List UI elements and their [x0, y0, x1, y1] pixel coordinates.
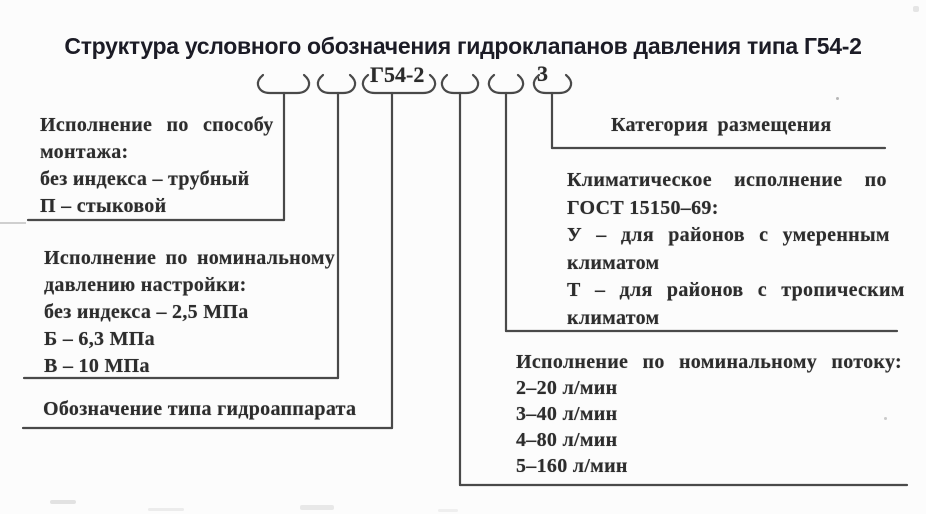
text-line: Обозначение типа гидроаппарата: [43, 398, 357, 420]
text-line: Б – 6,3 МПа: [44, 328, 155, 350]
apparatus-type-block: Обозначение типа гидроаппарата: [43, 396, 356, 423]
text-line: П – стыковой: [40, 195, 167, 217]
text-line: климатом: [567, 251, 660, 274]
text-line: без индекса – 2,5 МПа: [44, 301, 249, 323]
page-title: Структура условного обозначения гидрокла…: [64, 33, 862, 59]
text-line: 3–40 л/мин: [516, 403, 618, 425]
text-line: ГОСТ 15150–69:: [567, 196, 719, 219]
text-line: Исполнение по способу: [40, 114, 274, 136]
nominal-pressure-block: Исполнение по номинальному давлению наст…: [44, 245, 335, 380]
scan-artifact: [836, 97, 839, 100]
text-line: климатом: [567, 306, 660, 329]
text-line: В – 10 МПа: [44, 355, 150, 377]
text-line: 5–160 л/мин: [516, 455, 628, 477]
text-line: 4–80 л/мин: [516, 429, 618, 451]
bracket-5: [487, 73, 525, 95]
text-line: 2–20 л/мин: [516, 377, 618, 399]
scan-artifact: [50, 500, 76, 504]
mounting-variant-block: Исполнение по способу монтажа: без индек…: [40, 112, 274, 220]
nominal-flow-block: Исполнение по номинальному потоку: 2–20 …: [516, 349, 902, 479]
placement-category-block: Категория размещения: [611, 112, 831, 139]
text-line: давлению настройки:: [44, 274, 247, 296]
designation-code-category: 3: [537, 61, 548, 86]
text-line: без индекса – трубный: [40, 168, 250, 190]
scan-artifact: [913, 6, 919, 12]
scan-artifact: [438, 509, 458, 512]
bracket-1: [256, 73, 311, 95]
text-line: Т – для районов с тропическим: [567, 279, 905, 301]
text-line: монтажа:: [40, 141, 129, 163]
climatic-version-block: Климатическое исполнение по ГОСТ 15150–6…: [567, 167, 905, 332]
text-line: Исполнение по номинальному потоку:: [516, 351, 902, 373]
scan-artifact: [300, 505, 334, 510]
designation-code-model: Г54-2: [370, 62, 425, 87]
text-line: Исполнение по номинальному: [44, 247, 336, 269]
text-line: Категория размещения: [611, 114, 832, 136]
scan-artifact: [148, 508, 184, 511]
text-line: Климатическое исполнение по: [567, 169, 887, 191]
text-line: У – для районов с умеренным: [567, 224, 890, 246]
scan-artifact: [0, 222, 26, 224]
bracket-2: [316, 73, 357, 95]
bracket-4: [440, 73, 480, 95]
